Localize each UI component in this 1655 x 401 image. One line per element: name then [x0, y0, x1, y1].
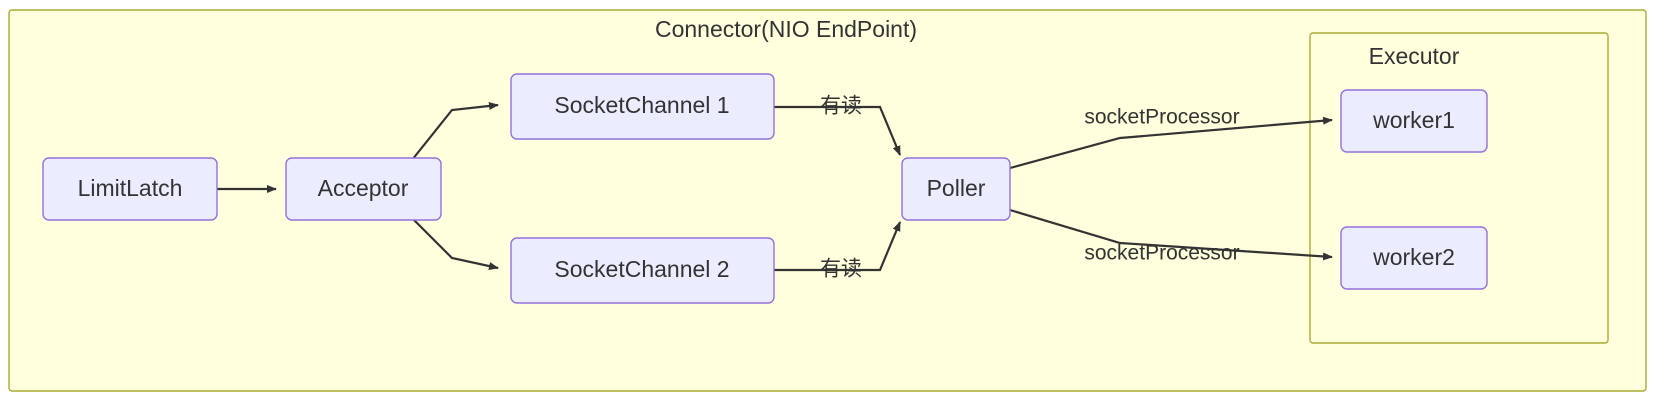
edge-poller-to-worker2: socketProcessor — [1009, 208, 1333, 265]
node-poller[interactable]: Poller — [901, 157, 1011, 221]
edge-label-channel2-poller: 有读 — [820, 258, 862, 281]
cluster-connector — [8, 9, 1647, 392]
node-acceptor-label: Acceptor — [318, 175, 409, 201]
cluster-connector-label: Connector(NIO EndPoint) — [655, 16, 917, 42]
node-socketchannel-1-rect[interactable] — [510, 73, 775, 140]
edge-label-poller-worker1: socketProcessor — [1084, 106, 1239, 129]
node-worker1-rect[interactable] — [1340, 89, 1488, 153]
node-poller-rect[interactable] — [901, 157, 1011, 221]
cluster-executor-label: Executor — [1369, 43, 1460, 69]
node-socketchannel-2[interactable]: SocketChannel 2 — [510, 237, 775, 304]
edge-acceptor-to-socketchannel1 — [411, 101, 499, 161]
node-acceptor[interactable]: Acceptor — [285, 157, 442, 221]
node-limitlatch-label: LimitLatch — [78, 175, 183, 201]
node-socketchannel-2-label: SocketChannel 2 — [554, 256, 729, 282]
node-limitlatch[interactable]: LimitLatch — [42, 157, 218, 221]
node-worker2[interactable]: worker2 — [1340, 226, 1488, 290]
node-worker2-label: worker2 — [1372, 244, 1455, 270]
node-worker1-label: worker1 — [1372, 107, 1455, 133]
edge-label-poller-worker2: socketProcessor — [1084, 242, 1239, 265]
node-poller-label: Poller — [927, 175, 986, 201]
edge-socketchannel2-to-poller: 有读 — [774, 221, 902, 281]
node-socketchannel-2-rect[interactable] — [510, 237, 775, 304]
node-worker2-rect[interactable] — [1340, 226, 1488, 290]
node-socketchannel-1-label: SocketChannel 1 — [554, 92, 729, 118]
node-limitlatch-rect[interactable] — [42, 157, 218, 221]
cluster-executor — [1309, 32, 1609, 344]
edge-poller-to-worker1: socketProcessor — [1009, 106, 1333, 170]
node-acceptor-rect[interactable] — [285, 157, 442, 221]
node-socketchannel-1[interactable]: SocketChannel 1 — [510, 73, 775, 140]
edge-acceptor-to-socketchannel2 — [411, 217, 499, 270]
node-worker1[interactable]: worker1 — [1340, 89, 1488, 153]
edge-label-channel1-poller: 有读 — [820, 95, 862, 118]
edge-socketchannel1-to-poller: 有读 — [774, 95, 902, 156]
